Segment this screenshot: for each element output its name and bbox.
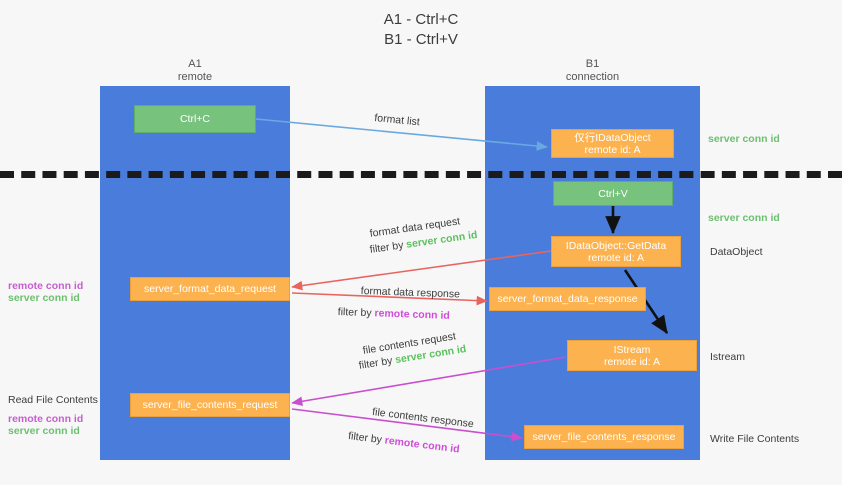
left-label-remote-conn-id-2: remote conn id — [8, 413, 84, 425]
filter-value-remote-conn-id: remote conn id — [384, 434, 461, 456]
title-line-2: B1 - Ctrl+V — [384, 31, 458, 48]
box-idataobject-top-line2: remote id: A — [584, 143, 641, 156]
left-label-read-file-contents: Read File Contents — [8, 394, 98, 406]
right-label-server-conn-id-mid: server conn id — [708, 212, 780, 224]
box-server-format-data-request-label: server_format_data_request — [144, 283, 276, 295]
box-getdata-line2: remote id: A — [587, 251, 645, 264]
lane-header-a1: A1 remote — [100, 58, 290, 84]
filter-value-remote-conn-id: remote conn id — [374, 307, 450, 322]
box-server-format-data-request[interactable]: server_format_data_request — [130, 277, 290, 301]
box-server-file-contents-request-label: server_file_contents_request — [142, 399, 278, 411]
lane-a1-name: A1 — [188, 58, 202, 70]
right-label-dataobject: DataObject — [710, 246, 763, 258]
page-title: A1 - Ctrl+C B1 - Ctrl+V — [0, 10, 842, 50]
box-server-format-data-response[interactable]: server_format_data_response — [489, 287, 646, 311]
box-server-file-contents-request[interactable]: server_file_contents_request — [130, 393, 290, 417]
box-istream-line1: IStream — [613, 343, 651, 356]
box-server-file-contents-response-label: server_file_contents_response — [532, 431, 676, 443]
left-label-server-conn-id-2: server conn id — [8, 425, 80, 437]
title-line-1: A1 - Ctrl+C — [383, 11, 459, 28]
arrow-label-format-list: format list — [373, 112, 421, 129]
box-istream-line2: remote id: A — [603, 355, 661, 368]
box-ctrl-v-label: Ctrl+V — [598, 187, 628, 200]
arrow-label-file-contents-response: file contents response — [371, 406, 475, 431]
right-label-server-conn-id-top: server conn id — [708, 133, 780, 145]
box-idataobject-top[interactable]: 仅行IDataObject remote id: A — [551, 129, 674, 158]
box-server-format-data-response-label: server_format_data_response — [497, 293, 638, 305]
filter-prefix: filter by — [369, 238, 408, 256]
filter-prefix: filter by — [337, 306, 375, 320]
box-idataobject-top-line1: 仅行IDataObject — [574, 131, 651, 144]
filter-prefix: filter by — [347, 430, 386, 447]
left-label-remote-conn-id-1: remote conn id — [8, 280, 84, 292]
box-getdata-line1: IDataObject::GetData — [565, 239, 667, 252]
box-ctrl-c-label: Ctrl+C — [179, 113, 211, 125]
box-idataobject-getdata[interactable]: IDataObject::GetData remote id: A — [551, 236, 681, 267]
lane-b1-subtitle: connection — [565, 71, 620, 83]
phase-divider — [0, 171, 842, 178]
arrow-label-format-data-response-filter: filter by remote conn id — [338, 306, 450, 322]
arrow-label-format-data-response: format data response — [360, 285, 461, 301]
box-server-file-contents-response[interactable]: server_file_contents_response — [524, 425, 684, 449]
lane-header-b1: B1 connection — [485, 58, 700, 84]
lane-a1-subtitle: remote — [177, 71, 213, 83]
box-ctrl-v[interactable]: Ctrl+V — [553, 181, 673, 206]
left-label-server-conn-id-1: server conn id — [8, 292, 80, 304]
right-label-istream: Istream — [710, 351, 746, 363]
right-label-write-file-contents: Write File Contents — [710, 433, 800, 445]
box-ctrl-c[interactable]: Ctrl+C — [134, 105, 256, 133]
arrow-label-file-contents-response-filter: filter by remote conn id — [348, 430, 461, 456]
lane-b1-name: B1 — [585, 58, 600, 70]
box-istream[interactable]: IStream remote id: A — [567, 340, 697, 371]
